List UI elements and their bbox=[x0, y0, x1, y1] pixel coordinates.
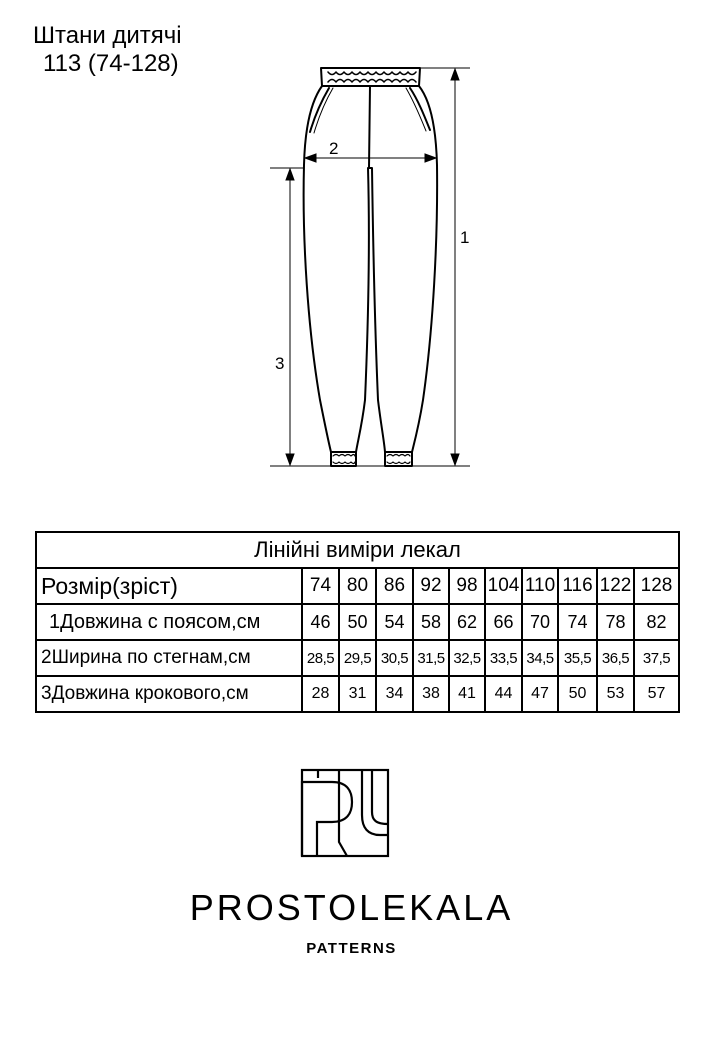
dimension-3-arrow-bottom bbox=[285, 453, 295, 467]
dimension-1-label: 1 bbox=[460, 228, 469, 247]
left-pocket bbox=[309, 87, 330, 133]
waistband bbox=[320, 67, 421, 87]
size-cell: 110 bbox=[521, 567, 559, 605]
left-pocket-inner bbox=[313, 87, 334, 134]
waistband-gathers bbox=[327, 71, 417, 83]
size-cell: 122 bbox=[596, 567, 635, 605]
dimension-3-arrow-top bbox=[285, 167, 295, 181]
table-cell: 74 bbox=[557, 603, 598, 641]
page-title: Штани дитячі bbox=[33, 22, 182, 49]
size-cell: 80 bbox=[338, 567, 377, 605]
table-cell: 33,5 bbox=[484, 639, 523, 677]
table-cell: 66 bbox=[484, 603, 523, 641]
page-subtitle: 113 (74-128) bbox=[43, 50, 179, 77]
size-cell: 86 bbox=[375, 567, 414, 605]
table-cell: 36,5 bbox=[596, 639, 635, 677]
table-cell: 35,5 bbox=[557, 639, 598, 677]
right-pocket bbox=[409, 87, 431, 131]
size-row: Розмір(зріст) 74 80 86 92 98 104 110 116… bbox=[35, 567, 681, 605]
header: Штани дитячі 113 (74-128) bbox=[33, 22, 182, 78]
table-cell: 34,5 bbox=[521, 639, 559, 677]
dimension-1-arrow-top bbox=[450, 67, 460, 81]
table-caption: Лінійні виміри лекал bbox=[34, 531, 681, 569]
table-cell: 31 bbox=[338, 675, 377, 713]
table-cell: 58 bbox=[412, 603, 450, 641]
table-cell: 78 bbox=[596, 603, 635, 641]
left-cuff-gathers bbox=[332, 453, 356, 465]
row-label: 2Ширина по стегнам,см bbox=[35, 639, 303, 677]
size-cell: 116 bbox=[557, 567, 598, 605]
table-row: 2Ширина по стегнам,см 28,5 29,5 30,5 31,… bbox=[35, 639, 681, 677]
row-label: 1Довжина с поясом,см bbox=[35, 603, 303, 641]
table-cell: 44 bbox=[484, 675, 523, 713]
size-cell: 98 bbox=[448, 567, 486, 605]
right-cuff-gathers bbox=[386, 453, 411, 465]
brand-name: PROSTOLEKALA bbox=[189, 887, 514, 928]
caption-row: Лінійні виміри лекал bbox=[34, 531, 681, 569]
measurements-table-wrap: Лінійні виміри лекал Розмір(зріст) 74 80… bbox=[34, 531, 681, 713]
table-cell: 29,5 bbox=[338, 639, 377, 677]
dimension-2-arrow-right bbox=[424, 153, 438, 163]
table-cell: 46 bbox=[301, 603, 340, 641]
table-cell: 50 bbox=[338, 603, 377, 641]
pants-technical-sketch: 1 2 3 bbox=[270, 67, 470, 467]
table-cell: 54 bbox=[375, 603, 414, 641]
table-cell: 57 bbox=[632, 675, 681, 713]
table-cell: 31,5 bbox=[412, 639, 450, 677]
pants-outline bbox=[302, 85, 439, 453]
right-pocket-inner bbox=[405, 87, 427, 132]
table-cell: 37,5 bbox=[632, 639, 681, 677]
table-cell: 32,5 bbox=[448, 639, 486, 677]
table-cell: 38 bbox=[412, 675, 450, 713]
row-label: 3Довжина крокового,см bbox=[35, 675, 303, 713]
dimension-2-label: 2 bbox=[329, 139, 338, 158]
table-cell: 53 bbox=[596, 675, 635, 713]
table-cell: 70 bbox=[521, 603, 559, 641]
dimension-2-arrow-left bbox=[303, 153, 317, 163]
center-seam bbox=[368, 85, 371, 169]
table-cell: 62 bbox=[448, 603, 486, 641]
dimension-1-arrow-bottom bbox=[450, 453, 460, 467]
size-row-label: Розмір(зріст) bbox=[35, 567, 303, 605]
table-cell: 28 bbox=[301, 675, 340, 713]
size-cell: 128 bbox=[632, 567, 681, 605]
table-row: 1Довжина с поясом,см 46 50 54 58 62 66 7… bbox=[35, 603, 681, 641]
measurements-table: Лінійні виміри лекал Розмір(зріст) 74 80… bbox=[34, 531, 681, 713]
size-cell: 74 bbox=[301, 567, 340, 605]
size-cell: 92 bbox=[412, 567, 450, 605]
table-cell: 50 bbox=[557, 675, 598, 713]
size-cell: 104 bbox=[484, 567, 523, 605]
table-cell: 34 bbox=[375, 675, 414, 713]
table-cell: 41 bbox=[448, 675, 486, 713]
table-cell: 28,5 bbox=[301, 639, 340, 677]
brand-tagline: PATTERNS bbox=[306, 940, 397, 957]
table-cell: 30,5 bbox=[375, 639, 414, 677]
table-cell: 82 bbox=[632, 603, 681, 641]
table-row: 3Довжина крокового,см 28 31 34 38 41 44 … bbox=[35, 675, 681, 713]
table-cell: 47 bbox=[521, 675, 559, 713]
dimension-3-label: 3 bbox=[275, 354, 284, 373]
